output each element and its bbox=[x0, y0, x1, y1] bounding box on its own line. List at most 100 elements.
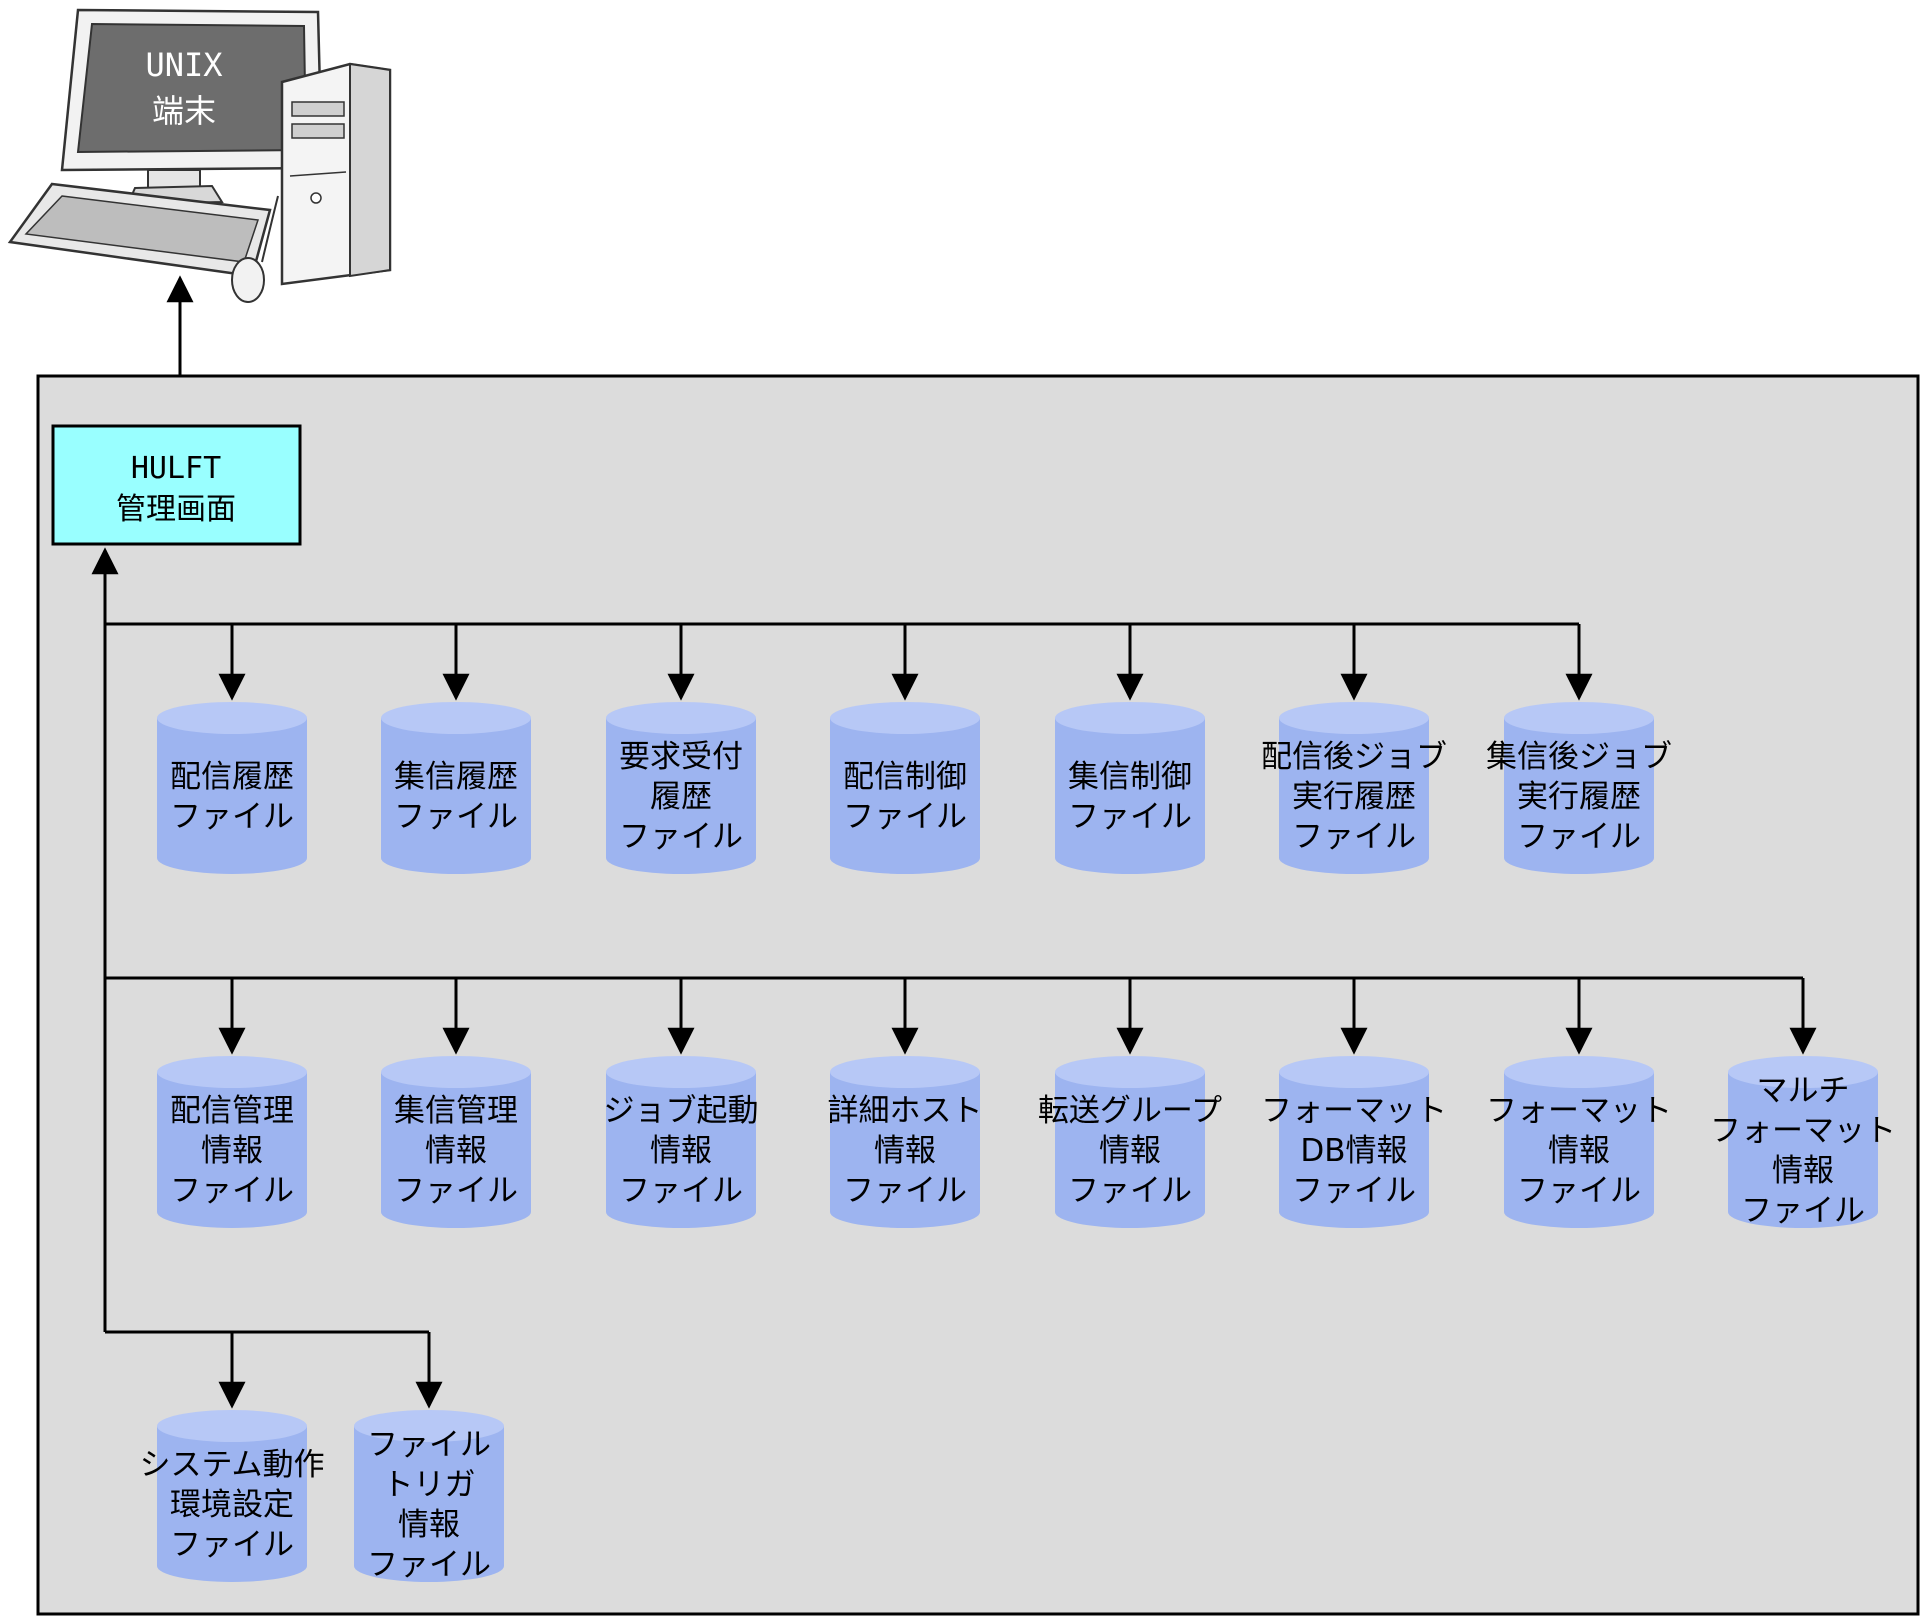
file-label-line: フォーマット bbox=[1261, 1093, 1447, 1129]
file-label-line: 詳細ホスト bbox=[828, 1093, 983, 1129]
file-label-line: トリガ bbox=[383, 1467, 476, 1503]
file-label-line: ファイル bbox=[1068, 799, 1192, 835]
file-label-line: 情報 bbox=[1099, 1133, 1161, 1169]
cylinder-top bbox=[1728, 1056, 1878, 1088]
terminal-label-line2: 端末 bbox=[152, 92, 216, 130]
cylinder-top bbox=[1279, 702, 1429, 734]
cylinder-body bbox=[606, 1072, 756, 1228]
server-panel bbox=[36, 374, 1920, 1616]
cylinder-top bbox=[381, 1056, 531, 1088]
file-label-line: 環境設定 bbox=[170, 1487, 294, 1523]
file-label-line: ファイル bbox=[1517, 819, 1641, 855]
file-label-line: ファイル bbox=[619, 1173, 743, 1209]
file-label-line: 転送グループ bbox=[1038, 1093, 1222, 1129]
cylinder-body bbox=[1504, 718, 1654, 874]
cylinder-body bbox=[830, 718, 980, 874]
cylinder-top bbox=[830, 702, 980, 734]
file-label-line: 集信制御 bbox=[1068, 759, 1192, 795]
file-label-line: 情報 bbox=[201, 1133, 263, 1169]
file-label-line: ファイル bbox=[1292, 819, 1416, 855]
cylinder-top bbox=[157, 1410, 307, 1442]
cylinder-top bbox=[381, 702, 531, 734]
cylinder-top bbox=[1055, 1056, 1205, 1088]
hulft-admin-box: HULFT 管理画面 bbox=[51, 424, 302, 546]
cylinder-body bbox=[157, 1426, 307, 1582]
file-label-line: ファイル bbox=[394, 799, 518, 835]
file-label-line: DB情報 bbox=[1300, 1133, 1407, 1169]
file-rows: 配信履歴ファイル集信履歴ファイル要求受付履歴ファイル配信制御ファイル集信制御ファ… bbox=[105, 622, 1896, 1583]
cylinder-body bbox=[1055, 718, 1205, 874]
file-label-line: ファイル bbox=[1292, 1173, 1416, 1209]
cylinder-top bbox=[830, 1056, 980, 1088]
hulft-label-line1: HULFT bbox=[131, 451, 221, 486]
cylinder-top bbox=[354, 1410, 504, 1442]
file-label-line: 配信後ジョブ bbox=[1261, 739, 1447, 775]
cylinder-top bbox=[1504, 1056, 1654, 1088]
cylinder-body bbox=[1504, 1072, 1654, 1228]
cylinder-body bbox=[381, 718, 531, 874]
cylinder-body bbox=[1279, 1072, 1429, 1228]
file-label-line: 情報 bbox=[650, 1133, 712, 1169]
hulft-label-line2: 管理画面 bbox=[116, 492, 236, 527]
file-label-line: ジョブ起動 bbox=[604, 1093, 759, 1129]
row-1: 配信履歴ファイル集信履歴ファイル要求受付履歴ファイル配信制御ファイル集信制御ファ… bbox=[105, 622, 1672, 874]
file-label-line: ファイル bbox=[367, 1547, 491, 1583]
cylinder-body bbox=[1279, 718, 1429, 874]
cylinder-top bbox=[606, 1056, 756, 1088]
file-label-line: ファイル bbox=[1741, 1193, 1865, 1229]
cylinder-body bbox=[606, 718, 756, 874]
computer-icon: UNIX 端末 bbox=[7, 8, 392, 303]
cylinder-top bbox=[1504, 702, 1654, 734]
file-label-line: 配信制御 bbox=[843, 759, 967, 795]
file-label-line: 集信管理 bbox=[394, 1093, 518, 1129]
cylinder-body bbox=[1728, 1072, 1878, 1228]
row-2: 配信管理情報ファイル集信管理情報ファイルジョブ起動情報ファイル詳細ホスト情報ファ… bbox=[105, 976, 1896, 1229]
file-label-line: 情報 bbox=[1548, 1133, 1610, 1169]
file-label-line: ファイル bbox=[170, 1173, 294, 1209]
file-label-line: システム動作 bbox=[139, 1447, 324, 1483]
file-label-line: 実行履歴 bbox=[1292, 779, 1416, 815]
cylinder-body bbox=[157, 1072, 307, 1228]
file-label-line: フォーマット bbox=[1486, 1093, 1672, 1129]
file-label-line: 情報 bbox=[425, 1133, 487, 1169]
cylinder-top bbox=[157, 702, 307, 734]
file-label-line: ファイル bbox=[843, 799, 967, 835]
file-label-line: マルチ bbox=[1757, 1073, 1850, 1109]
file-label-line: 集信後ジョブ bbox=[1486, 739, 1672, 775]
cylinder-body bbox=[157, 718, 307, 874]
cylinder-body bbox=[1055, 1072, 1205, 1228]
file-label-line: 実行履歴 bbox=[1517, 779, 1641, 815]
cylinder-top bbox=[1055, 702, 1205, 734]
file-label-line: 情報 bbox=[874, 1133, 936, 1169]
file-label-line: 配信履歴 bbox=[170, 759, 294, 795]
file-label-line: 情報 bbox=[398, 1507, 460, 1543]
file-label-line: 要求受付 bbox=[619, 739, 743, 775]
cylinder-body bbox=[354, 1426, 504, 1582]
file-label-line: 履歴 bbox=[650, 779, 712, 815]
file-label-line: 情報 bbox=[1772, 1153, 1834, 1189]
terminal-label-line1: UNIX bbox=[145, 46, 222, 84]
file-label-line: フォーマット bbox=[1710, 1113, 1896, 1149]
file-label-line: ファイル bbox=[367, 1427, 491, 1463]
cylinder-body bbox=[830, 1072, 980, 1228]
file-label-line: ファイル bbox=[170, 1527, 294, 1563]
cylinder-top bbox=[606, 702, 756, 734]
file-label-line: 集信履歴 bbox=[394, 759, 518, 795]
